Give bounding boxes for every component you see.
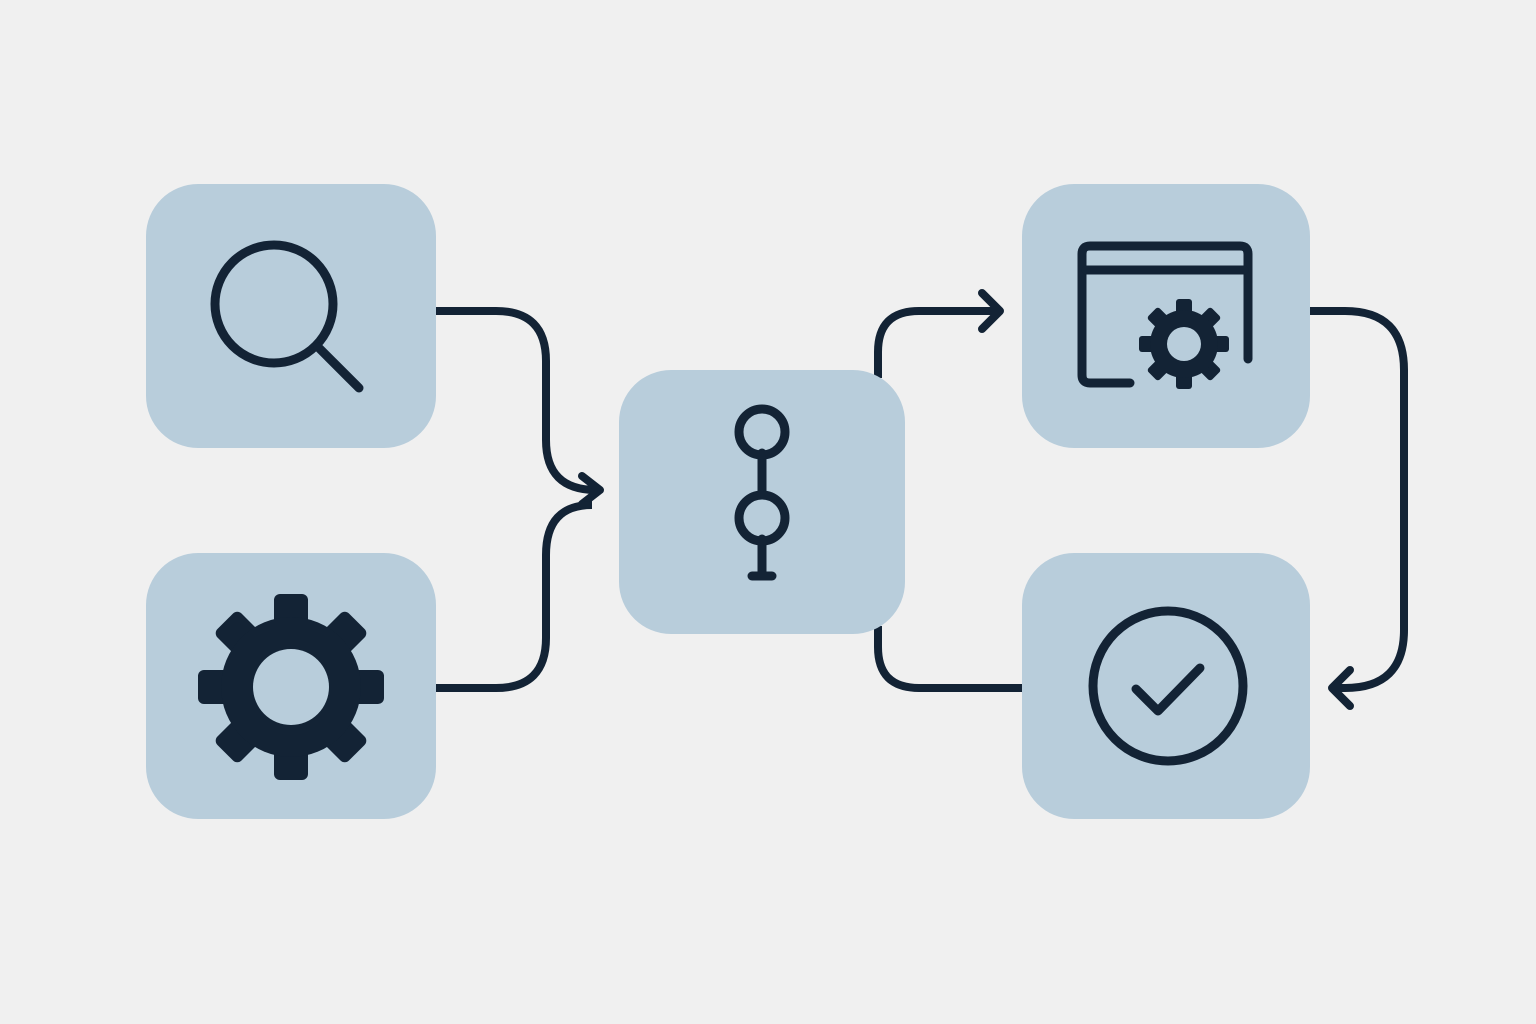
edge-hub-to-window-config [874,289,1004,378]
settings-node[interactable] [146,553,436,819]
edge-window-config-to-complete [1310,307,1408,710]
window-settings-icon [1077,241,1253,389]
search-node[interactable] [146,184,436,448]
window-config-node[interactable] [1022,184,1310,448]
gear-icon [198,594,384,780]
check-circle-icon [1088,606,1248,766]
complete-node[interactable] [1022,553,1310,819]
hub-node[interactable] [619,370,905,634]
node-chain-icon [734,404,790,581]
edge-search-to-hub [436,307,604,508]
arrow-head [978,289,1004,333]
arrow-head [1328,666,1354,710]
edge-settings-to-hub [436,501,593,692]
edge-complete-to-hub [874,626,1022,692]
search-icon [210,240,364,393]
arrow-head [578,472,604,508]
